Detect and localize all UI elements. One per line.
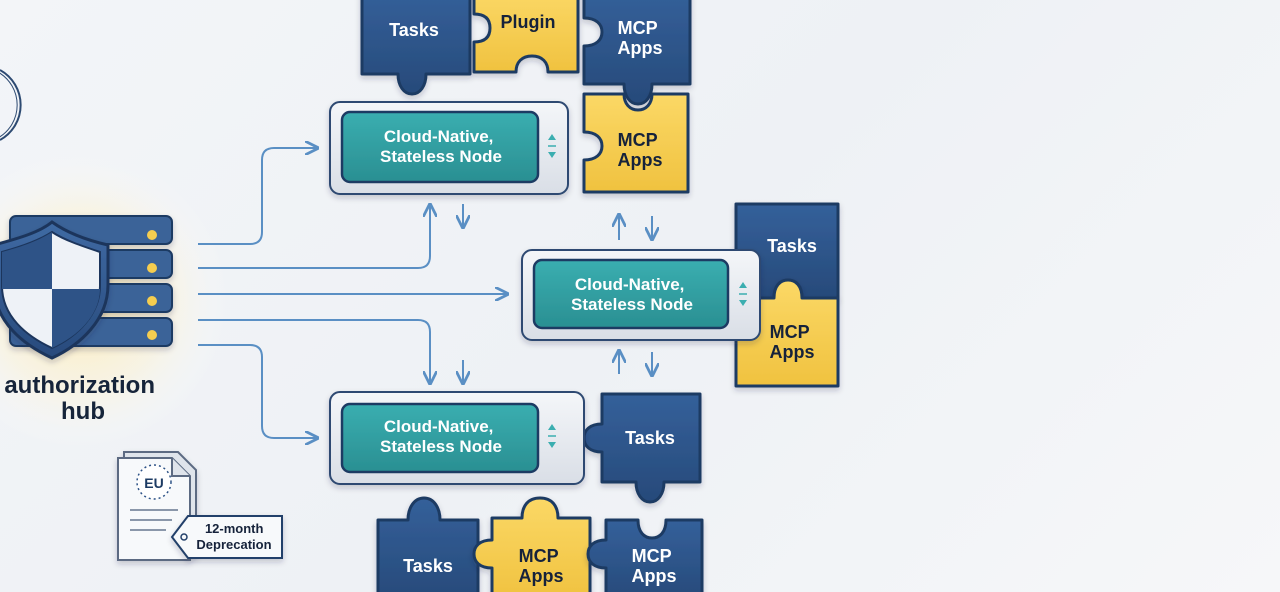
top-tasks-label: Tasks	[389, 20, 439, 40]
top-mcp-line1: MCP	[618, 18, 658, 38]
node1-line1: Cloud-Native,	[384, 127, 494, 146]
node2-line2: Stateless Node	[571, 295, 693, 314]
node3-scroll-icon	[548, 424, 556, 448]
svg-text:MCP Apps: MCP Apps	[519, 546, 564, 586]
stateless-node-2: Cloud-Native, Stateless Node	[521, 249, 761, 341]
connector-hub-to-node3-up	[198, 319, 430, 382]
n2-tasks-label: Tasks	[767, 236, 817, 256]
svg-text:Cloud-Native, Stateless: Cloud-Native, Stateless Node	[571, 275, 693, 314]
hub-label-line1: authorization	[4, 372, 155, 399]
n3-tasks-label: Tasks	[625, 428, 675, 448]
eu-star-ring	[136, 464, 172, 500]
node2-scroll-icon	[739, 282, 747, 306]
puzzle-n3-tasks: Tasks	[582, 392, 702, 504]
puzzle-bot-mcp2: MCP Apps	[586, 518, 704, 592]
svg-text:MCP Apps: MCP Apps	[618, 130, 663, 170]
n2-mcp-line2: Apps	[770, 342, 815, 362]
node2-line1: Cloud-Native,	[575, 275, 685, 294]
puzzle-top-mcp: MCP Apps	[582, 0, 692, 106]
n2-mcp-line1: MCP	[770, 322, 810, 342]
shield-icon	[0, 220, 110, 360]
deprecation-tag-line2: Deprecation	[196, 537, 271, 552]
top-mcp-line2: Apps	[618, 38, 663, 58]
bot-tasks-label: Tasks	[403, 556, 453, 576]
node1-line2: Stateless Node	[380, 147, 502, 166]
connector-hub-to-node3	[198, 344, 316, 438]
svg-text:MCP Apps: MCP Apps	[618, 18, 663, 58]
node3-line2: Stateless Node	[380, 437, 502, 456]
svg-text:MCP Apps: MCP Apps	[632, 546, 677, 586]
partial-circle-decoration	[0, 69, 22, 141]
n1-mcp-line2: Apps	[618, 150, 663, 170]
bot-mcp2-line2: Apps	[632, 566, 677, 586]
hub-label-line2: hub	[61, 398, 105, 425]
node1-scroll-icon	[548, 134, 556, 158]
node3-line1: Cloud-Native,	[384, 417, 494, 436]
bot-mcp1-line1: MCP	[519, 546, 559, 566]
puzzle-bot-mcp1: MCP Apps	[472, 496, 592, 592]
svg-text:12-month Deprecation: 12-month Deprecation	[196, 521, 271, 552]
svg-text:Cloud-Native, Stateless: Cloud-Native, Stateless Node	[380, 127, 502, 166]
deprecation-tag: 12-month Deprecation	[170, 515, 283, 559]
puzzle-top-tasks: Tasks	[360, 0, 472, 96]
connector-hub-to-node1	[198, 148, 316, 245]
svg-text:MCP Apps: MCP Apps	[770, 322, 815, 362]
n1-mcp-line1: MCP	[618, 130, 658, 150]
svg-text:Cloud-Native, Stateless: Cloud-Native, Stateless Node	[380, 417, 502, 456]
hub-label: authorization hub	[4, 372, 161, 425]
puzzle-top-plugin: Plugin	[472, 0, 580, 74]
stateless-node-3: Cloud-Native, Stateless Node	[329, 391, 585, 485]
connectors	[198, 148, 652, 438]
bot-mcp1-line2: Apps	[519, 566, 564, 586]
eu-badge-text: EU	[144, 475, 163, 491]
puzzle-n1-mcp: MCP Apps	[582, 92, 690, 194]
top-plugin-label: Plugin	[501, 12, 556, 32]
partial-circle-decoration-inner	[0, 72, 18, 138]
stateless-node-1: Cloud-Native, Stateless Node	[329, 101, 569, 195]
deprecation-tag-line1: 12-month	[205, 521, 264, 536]
connector-hub-to-node1-up	[198, 206, 430, 269]
puzzle-n2-mcp: MCP Apps	[734, 278, 840, 388]
puzzle-bot-tasks: Tasks	[376, 496, 480, 592]
bot-mcp2-line1: MCP	[632, 546, 672, 566]
